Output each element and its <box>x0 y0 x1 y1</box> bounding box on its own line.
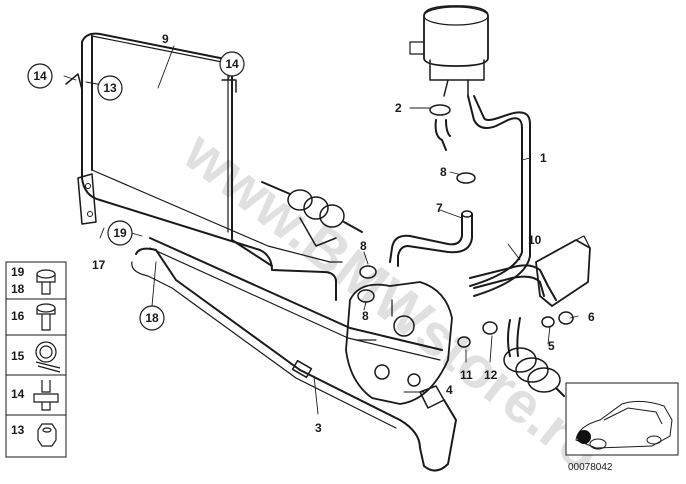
steering-gear-housing <box>345 281 453 405</box>
return-hose <box>389 119 473 267</box>
legend-row-clamp: 15 <box>11 341 61 373</box>
svg-text:13: 13 <box>11 423 25 437</box>
svg-text:19: 19 <box>113 226 127 240</box>
legend-row-nut: 13 <box>11 423 57 447</box>
callout-12: 12 <box>484 368 498 382</box>
steering-rack-boot <box>261 181 363 247</box>
svg-text:18: 18 <box>11 282 25 296</box>
callout-1: 1 <box>540 151 547 165</box>
circled-callout-14: 14 <box>219 51 245 77</box>
fluid-reservoir <box>409 5 489 97</box>
callout-8: 8 <box>360 239 367 253</box>
circled-callout-18: 18 <box>139 305 165 331</box>
car-silhouette-icon <box>575 400 673 450</box>
pressure-hose <box>469 264 557 357</box>
stud-fastener-icon <box>33 380 59 411</box>
svg-text:14: 14 <box>225 57 239 71</box>
svg-text:19: 19 <box>11 265 25 279</box>
circled-callout-13: 13 <box>97 75 123 101</box>
svg-text:13: 13 <box>103 81 117 95</box>
vehicle-locator-inset <box>565 382 679 456</box>
callout-8: 8 <box>440 165 447 179</box>
catalog-number: 00078042 <box>568 462 613 473</box>
callout-8: 8 <box>362 309 369 323</box>
callout-6: 6 <box>588 310 595 324</box>
circled-callout-19: 19 <box>107 220 133 246</box>
callout-4: 4 <box>446 383 453 397</box>
legend-row-bolt: 16 <box>11 303 56 331</box>
circled-callouts: 14 13 14 19 18 <box>27 51 245 331</box>
hose-clamp-icon <box>35 341 61 373</box>
callout-11: 11 <box>460 368 473 382</box>
mounting-bracket <box>65 73 237 225</box>
legend-row-bolt-washer: 19 18 <box>11 265 56 296</box>
svg-text:18: 18 <box>145 311 159 325</box>
svg-text:15: 15 <box>11 349 25 363</box>
bolt-icon <box>36 303 56 331</box>
callout-17: 17 <box>92 258 106 272</box>
callout-3: 3 <box>315 421 322 435</box>
callout-2: 2 <box>395 101 402 115</box>
bolt-with-washer-icon <box>36 269 56 295</box>
svg-text:14: 14 <box>11 387 25 401</box>
callout-10: 10 <box>528 233 542 247</box>
legend-row-stud: 14 <box>11 380 59 411</box>
right-rack-boot <box>503 235 591 397</box>
circled-callout-14: 14 <box>27 63 53 89</box>
callout-7: 7 <box>436 201 443 215</box>
svg-text:16: 16 <box>11 309 25 323</box>
part-callouts: 9 2 1 8 7 10 8 17 8 6 5 11 12 4 3 <box>92 32 595 435</box>
fastener-legend: 19 18 16 15 14 <box>5 261 67 458</box>
callout-5: 5 <box>548 339 555 353</box>
callout-9: 9 <box>162 32 169 46</box>
location-marker-icon <box>577 430 591 444</box>
svg-text:14: 14 <box>33 69 47 83</box>
lower-return-line <box>131 237 457 472</box>
hex-nut-icon <box>37 423 57 447</box>
